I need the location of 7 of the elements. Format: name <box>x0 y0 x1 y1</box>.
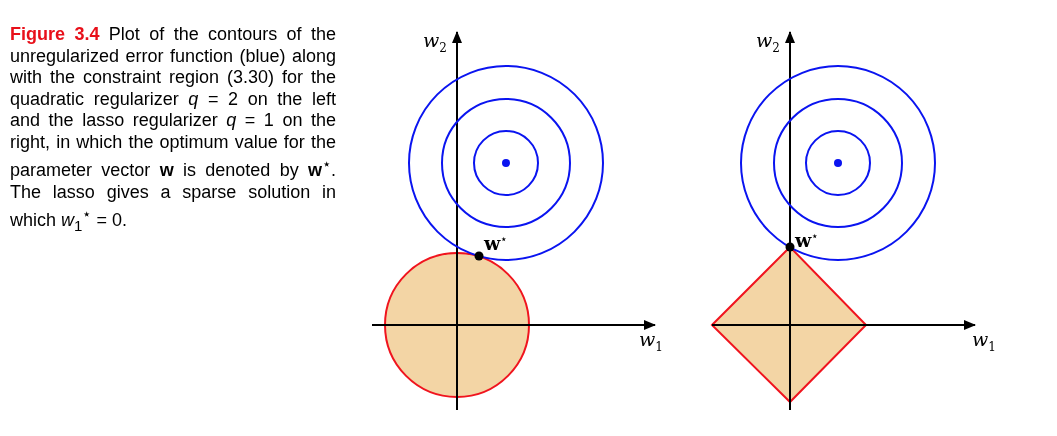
axis-label: w$_{2}$ <box>756 30 780 57</box>
axis-label: w$_{1}$ <box>639 329 663 356</box>
point-label: w$^{⋆}$ <box>484 231 509 254</box>
axis-label: w$_{2}$ <box>423 30 447 57</box>
figure-caption: Figure 3.4 Plot of the contours of the unregularized error function (blue) along with the constraint region (3.30) for the quadratic regularizer q = 2 on the left and the lasso regularizer q = 1 on the right, in which the optimum value for the parameter vector w is denoted by w$^{⋆}$. The lasso gives a sparse solution in which w$_{1}$$^{⋆}$ = 0. <box>10 24 336 236</box>
axis-label: w$_{1}$ <box>972 329 996 356</box>
point-label: w$^{⋆}$ <box>795 228 820 251</box>
